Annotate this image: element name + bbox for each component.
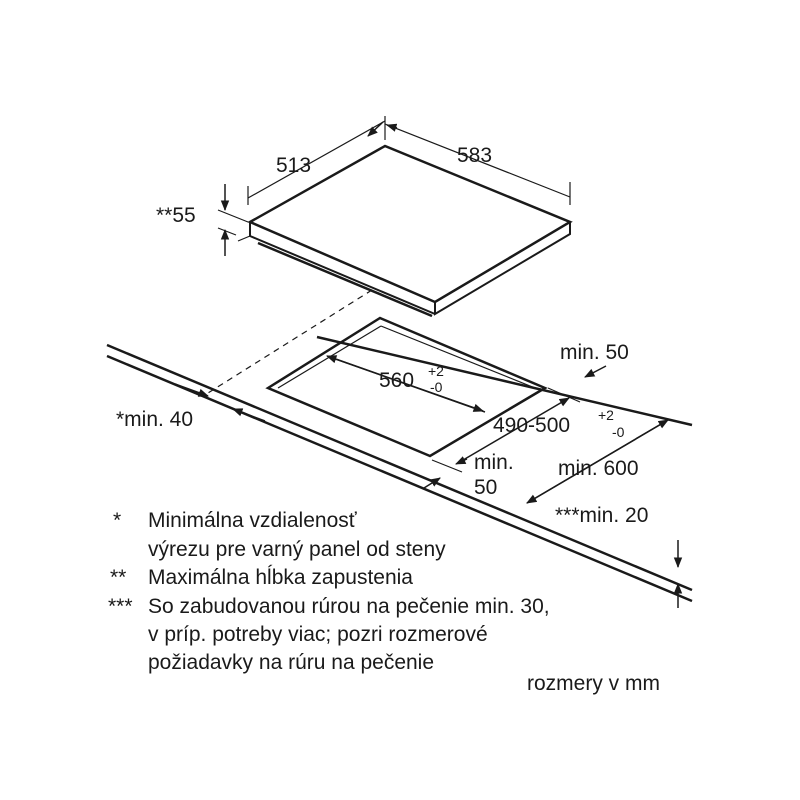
legend-text-3a: So zabudovanou rúrou na pečenie min. 30, <box>148 595 550 618</box>
cutout-depth-tolerance-minus: -0 <box>612 424 625 440</box>
max-depth-dimension <box>217 184 249 256</box>
hob-depth-dimension <box>384 123 571 205</box>
front-clearance-dimension <box>423 456 468 489</box>
hob-width-dimension <box>247 116 386 205</box>
countertop-depth-dimension <box>526 419 669 504</box>
legend-text-1a: Minimálna vzdialenosť <box>148 509 358 532</box>
cutout-depth-label: 490-500 <box>493 414 570 437</box>
legend-text-2a: Maximálna hĺbka zapustenia <box>148 565 413 589</box>
legend-marker-1: * <box>113 509 121 532</box>
legend-marker-3: *** <box>108 595 133 618</box>
legend-text-1b: výrezu pre varný panel od steny <box>148 538 446 561</box>
legend-text-3b: v príp. potreby viac; pozri rozmerové <box>148 623 488 646</box>
cutout-width-tolerance-minus: -0 <box>430 379 443 395</box>
wall-clearance-dimension <box>174 383 266 422</box>
rear-clearance-label: min. 50 <box>560 341 629 364</box>
thickness-label: ***min. 20 <box>555 504 648 527</box>
hob-depth-label: 583 <box>457 144 492 167</box>
legend-marker-2: ** <box>110 566 126 589</box>
hob-drawing <box>207 144 573 394</box>
legend: * Minimálna vzdialenosť výrezu pre varný… <box>108 509 550 674</box>
countertop-depth-label: min. 600 <box>558 457 639 480</box>
max-depth-label: **55 <box>156 204 196 227</box>
front-clearance-label-line1: min. <box>474 451 514 474</box>
hob-width-label: 513 <box>276 154 311 177</box>
countertop-drawing <box>106 316 693 603</box>
legend-text-3c: požiadavky na rúru na pečenie <box>148 651 434 674</box>
cutout-width-dimension <box>326 355 486 413</box>
cutout-width-label: 560 <box>379 369 414 392</box>
front-clearance-label-line2: 50 <box>474 476 497 499</box>
cutout-depth-tolerance-plus: +2 <box>598 407 614 423</box>
wall-clearance-label: *min. 40 <box>116 408 193 431</box>
units-note: rozmery v mm <box>527 672 660 695</box>
cutout-width-tolerance-plus: +2 <box>428 363 444 379</box>
cutout-depth-dimension <box>431 387 581 473</box>
rear-clearance-dimension <box>584 365 607 378</box>
